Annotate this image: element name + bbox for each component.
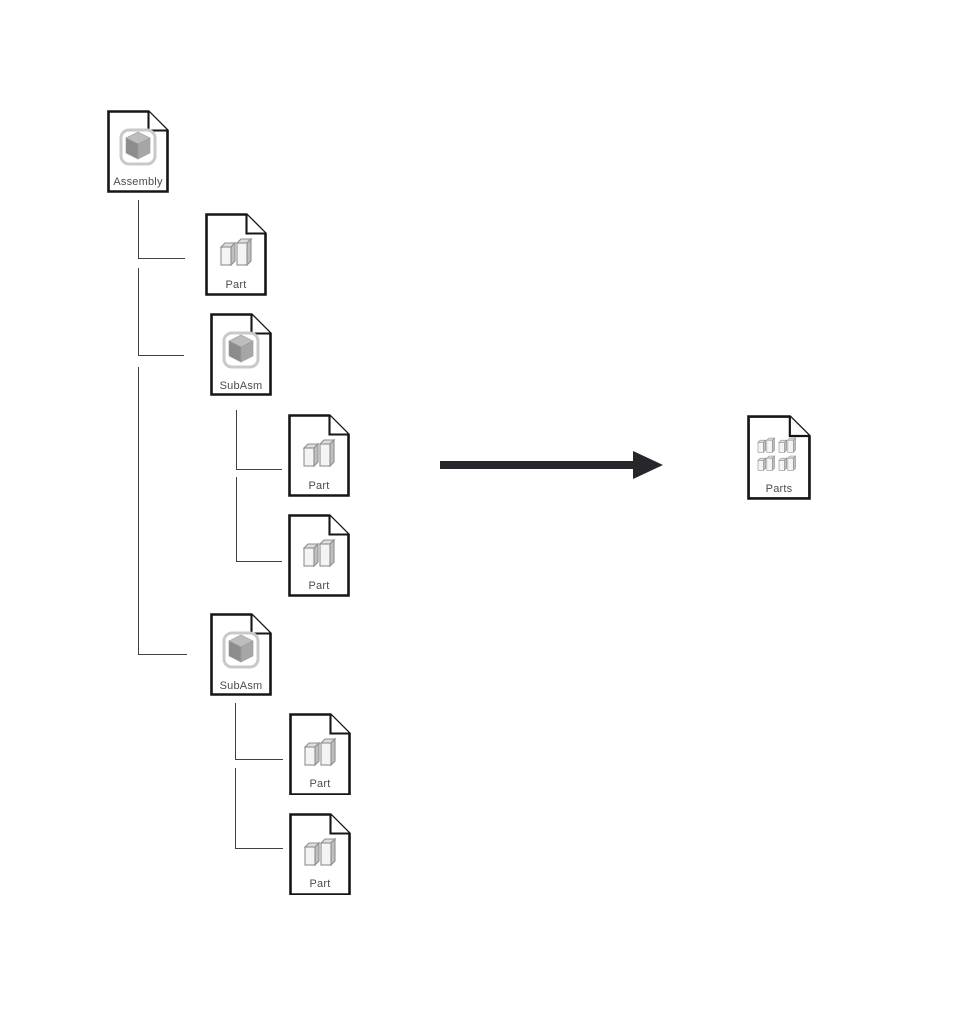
connector-assembly-subasm2 bbox=[138, 367, 187, 655]
right-arrow-icon bbox=[440, 451, 663, 479]
connector-assembly-subasm1 bbox=[138, 268, 184, 356]
file-node-subasm1: SubAsm bbox=[210, 313, 272, 397]
node-label-part3: Part bbox=[308, 580, 330, 592]
file-node-part1: Part bbox=[205, 213, 267, 296]
node-label-parts: Parts bbox=[765, 483, 793, 495]
connector-subasm1-part3 bbox=[236, 477, 282, 562]
node-label-part1: Part bbox=[225, 279, 247, 291]
node-label-subasm2: SubAsm bbox=[219, 680, 263, 692]
node-label-subasm1: SubAsm bbox=[219, 380, 263, 392]
connector-subasm2-part5 bbox=[235, 768, 283, 849]
file-node-parts: Parts bbox=[747, 415, 811, 500]
connector-subasm2-part4 bbox=[235, 703, 283, 760]
node-label-part4: Part bbox=[309, 778, 331, 790]
file-node-part3: Part bbox=[288, 514, 350, 597]
node-label-part5: Part bbox=[309, 878, 331, 890]
file-node-assembly: Assembly bbox=[107, 110, 169, 193]
file-node-part4: Part bbox=[289, 713, 351, 795]
node-label-part2: Part bbox=[308, 480, 330, 492]
connector-assembly-part1 bbox=[138, 200, 185, 259]
file-node-part2: Part bbox=[288, 414, 350, 497]
node-label-assembly: Assembly bbox=[113, 176, 163, 188]
file-node-subasm2: SubAsm bbox=[210, 613, 272, 697]
file-node-part5: Part bbox=[289, 813, 351, 895]
connector-subasm1-part2 bbox=[236, 410, 282, 470]
